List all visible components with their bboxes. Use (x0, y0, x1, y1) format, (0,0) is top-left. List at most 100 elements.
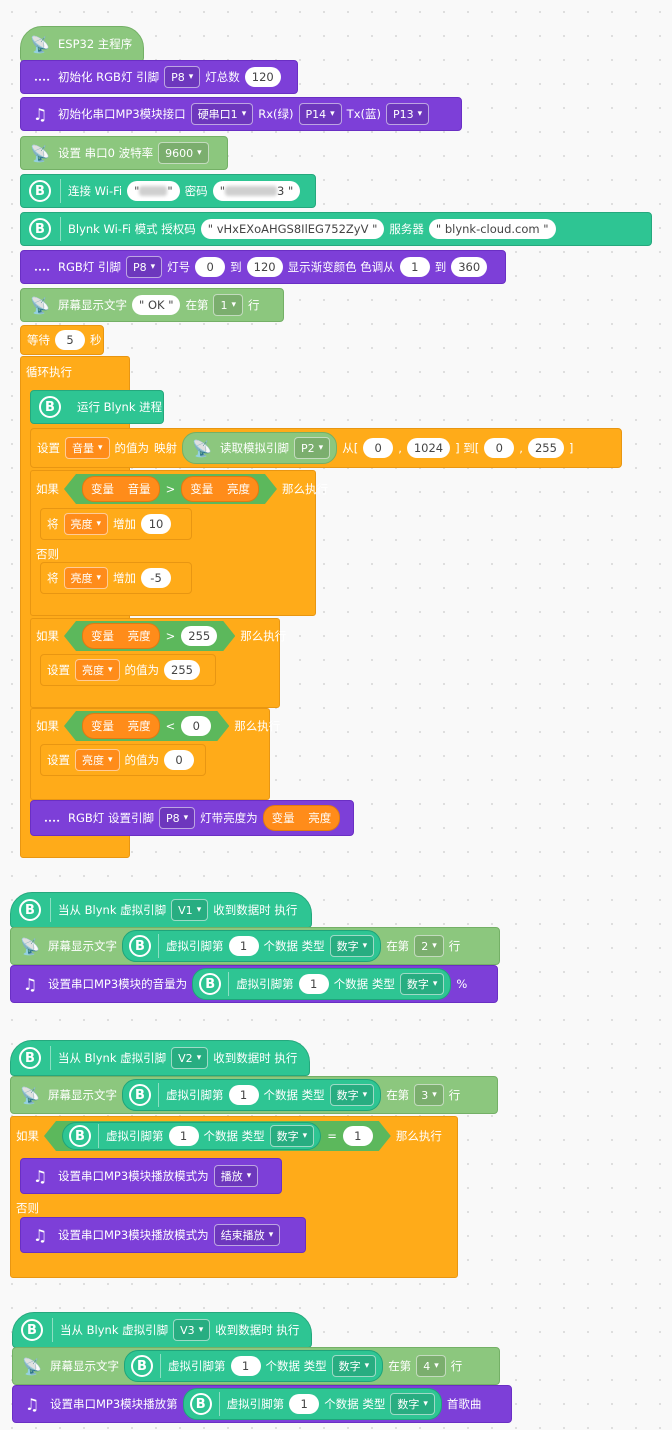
vpin-reporter[interactable]: B 虚拟引脚第 1 个数据 类型 数字 (124, 1350, 384, 1382)
mp3-stop-mode-block[interactable]: ♫ 设置串口MP3模块播放模式为 结束播放 (20, 1217, 306, 1253)
vpin-index-input[interactable]: 1 (298, 974, 329, 994)
vpin-index-input[interactable]: 1 (289, 1394, 320, 1414)
vpin-dropdown[interactable]: V2 (171, 1047, 209, 1069)
v1-screen-block[interactable]: 📡 屏幕显示文字 B 虚拟引脚第 1 个数据 类型 数字 在第 2 行 (10, 927, 500, 965)
var-reporter[interactable]: 变量 亮度 (82, 623, 160, 649)
rgb-grad-pin-dropdown[interactable]: P8 (125, 256, 163, 278)
run-blynk-block[interactable]: B 运行 Blynk 进程 (30, 390, 164, 424)
set-value-input[interactable]: 0 (164, 750, 195, 770)
type-dropdown[interactable]: 数字 (329, 935, 375, 957)
play-mode-dropdown[interactable]: 结束播放 (213, 1224, 281, 1246)
ssid-input[interactable]: "" (127, 181, 180, 201)
var-dropdown[interactable]: 亮度 (75, 749, 120, 771)
decrease-input[interactable]: -5 (141, 568, 172, 588)
led-from-input[interactable]: 0 (195, 257, 226, 277)
map-c-input[interactable]: 0 (484, 438, 515, 458)
compare-value-input[interactable]: 0 (181, 716, 211, 736)
rgb-brightness-block[interactable]: ᠁ RGB灯 设置引脚 P8 灯带亮度为 变量 亮度 (30, 800, 354, 836)
var-reporter[interactable]: 变量 音量 (82, 476, 160, 502)
set-value-input[interactable]: 255 (164, 660, 200, 680)
mp3-port-dropdown[interactable]: 硬串口1 (190, 103, 254, 125)
row-dropdown[interactable]: 2 (414, 935, 444, 957)
compare-hexagon[interactable]: 变量 音量 > 变量 亮度 (64, 474, 277, 504)
var-reporter[interactable]: 变量 亮度 (181, 476, 259, 502)
hue-from-input[interactable]: 1 (399, 257, 430, 277)
map-b-input[interactable]: 1024 (406, 438, 451, 458)
hue-to-input[interactable]: 360 (451, 257, 488, 277)
analog-read-reporter[interactable]: 📡 读取模拟引脚 P2 (182, 432, 338, 464)
change-var-block[interactable]: 将 亮度 增加 -5 (40, 562, 192, 594)
map-a-input[interactable]: 0 (363, 438, 394, 458)
auth-token-input[interactable]: " vHxEXoAHGS8IlEG752ZyV " (200, 219, 385, 239)
v2-screen-block[interactable]: 📡 屏幕显示文字 B 虚拟引脚第 1 个数据 类型 数字 在第 3 行 (10, 1076, 498, 1114)
compare-hexagon[interactable]: 变量 亮度 < 0 (64, 711, 229, 741)
increase-input[interactable]: 10 (141, 514, 172, 534)
music-note-icon: ♫ (22, 974, 38, 994)
blynk-v3-hat-block[interactable]: B 当从 Blynk 虚拟引脚 V3 收到数据时 执行 (12, 1312, 312, 1348)
vpin-reporter[interactable]: B 虚拟引脚第 1 个数据 类型 数字 (122, 1079, 382, 1111)
tx-pin-dropdown[interactable]: P13 (385, 103, 430, 125)
wait-block[interactable]: 等待 5 秒 (20, 325, 104, 355)
vpin-reporter[interactable]: B 虚拟引脚第 1 个数据 类型 数字 (62, 1122, 321, 1150)
wait-seconds-input[interactable]: 5 (55, 330, 85, 350)
set-var-block[interactable]: 设置 亮度 的值为 255 (40, 654, 216, 686)
compare-value-input[interactable]: 255 (181, 626, 217, 646)
password-input[interactable]: "3 " (212, 181, 301, 201)
vpin-index-input[interactable]: 1 (230, 1356, 261, 1376)
vpin-reporter[interactable]: B 虚拟引脚第 1 个数据 类型 数字 (122, 930, 382, 962)
vpin-index-input[interactable]: 1 (169, 1126, 199, 1146)
row-dropdown[interactable]: 1 (213, 294, 244, 316)
set-volume-block[interactable]: 设置 音量 的值为 映射 📡 读取模拟引脚 P2 从[ 0 , 1024 ] 到… (30, 428, 622, 468)
play-mode-dropdown[interactable]: 播放 (213, 1165, 259, 1187)
set-var-block[interactable]: 设置 亮度 的值为 0 (40, 744, 206, 776)
volume-var-dropdown[interactable]: 音量 (65, 437, 110, 459)
compare-hexagon[interactable]: B 虚拟引脚第 1 个数据 类型 数字 = 1 (44, 1121, 391, 1151)
var-reporter[interactable]: 变量 亮度 (262, 805, 341, 831)
led-to-input[interactable]: 120 (246, 257, 283, 277)
rgb-pin-dropdown[interactable]: P8 (164, 66, 201, 88)
server-input[interactable]: " blynk-cloud.com " (428, 219, 556, 239)
vpin-index-input[interactable]: 1 (228, 1085, 259, 1105)
rgb-gradient-block[interactable]: ᠁ RGB灯 引脚 P8 灯号 0 到 120 显示渐变颜色 色调从 1 到 3… (20, 250, 506, 284)
var-dropdown[interactable]: 亮度 (75, 659, 120, 681)
type-dropdown[interactable]: 数字 (331, 1355, 377, 1377)
screen-text-input[interactable]: " OK " (132, 295, 181, 315)
row-label: 在第 (386, 1088, 410, 1102)
serial-baud-block[interactable]: 📡 设置 串口0 波特率 9600 (20, 136, 228, 170)
wifi-connect-block[interactable]: B 连接 Wi-Fi "" 密码 "3 " (20, 174, 316, 208)
rx-pin-dropdown[interactable]: P14 (298, 103, 342, 125)
mp3-volume-block[interactable]: ♫ 设置串口MP3模块的音量为 B 虚拟引脚第 1 个数据 类型 数字 % (10, 965, 498, 1003)
rgb-count-input[interactable]: 120 (244, 67, 281, 87)
type-dropdown[interactable]: 数字 (399, 973, 445, 995)
change-var-block[interactable]: 将 亮度 增加 10 (40, 508, 192, 540)
screen-text-block[interactable]: 📡 屏幕显示文字 " OK " 在第 1 行 (20, 288, 284, 322)
rgb-init-block[interactable]: ᠁ 初始化 RGB灯 引脚 P8 灯总数 120 (20, 60, 298, 94)
v3-screen-block[interactable]: 📡 屏幕显示文字 B 虚拟引脚第 1 个数据 类型 数字 在第 4 行 (12, 1347, 500, 1385)
vpin-index-input[interactable]: 1 (228, 936, 259, 956)
map-d-input[interactable]: 255 (527, 438, 564, 458)
vpin-dropdown[interactable]: V3 (173, 1319, 211, 1341)
row-dropdown[interactable]: 4 (416, 1355, 446, 1377)
vpin-dropdown[interactable]: V1 (171, 899, 209, 921)
esp32-main-hat-block[interactable]: 📡 ESP32 主程序 (20, 26, 144, 62)
type-dropdown[interactable]: 数字 (390, 1393, 435, 1415)
vpin-reporter[interactable]: B 虚拟引脚第 1 个数据 类型 数字 (192, 968, 452, 1000)
vpin-reporter[interactable]: B 虚拟引脚第 1 个数据 类型 数字 (182, 1388, 442, 1420)
var-reporter[interactable]: 变量 亮度 (82, 713, 160, 739)
var-dropdown[interactable]: 亮度 (63, 513, 109, 535)
blynk-wifi-block[interactable]: B Blynk Wi-Fi 模式 授权码 " vHxEXoAHGS8IlEG75… (20, 212, 652, 246)
type-dropdown[interactable]: 数字 (329, 1084, 375, 1106)
type-dropdown[interactable]: 数字 (270, 1125, 315, 1147)
rgb-set-pin-dropdown[interactable]: P8 (158, 807, 196, 829)
compare-hexagon[interactable]: 变量 亮度 > 255 (64, 621, 235, 651)
blynk-v1-hat-block[interactable]: B 当从 Blynk 虚拟引脚 V1 收到数据时 执行 (10, 892, 312, 928)
mp3-init-block[interactable]: ♫ 初始化串口MP3模块接口 硬串口1 Rx(绿) P14 Tx(蓝) P13 (20, 97, 462, 131)
analog-pin-dropdown[interactable]: P2 (294, 437, 331, 459)
baud-dropdown[interactable]: 9600 (158, 142, 209, 164)
row-dropdown[interactable]: 3 (414, 1084, 444, 1106)
mp3-track-block[interactable]: ♫ 设置串口MP3模块播放第 B 虚拟引脚第 1 个数据 类型 数字 首歌曲 (12, 1385, 512, 1423)
var-dropdown[interactable]: 亮度 (63, 567, 109, 589)
compare-value-input[interactable]: 1 (343, 1126, 373, 1146)
blynk-v2-hat-block[interactable]: B 当从 Blynk 虚拟引脚 V2 收到数据时 执行 (10, 1040, 310, 1076)
mp3-play-mode-block[interactable]: ♫ 设置串口MP3模块播放模式为 播放 (20, 1158, 282, 1194)
